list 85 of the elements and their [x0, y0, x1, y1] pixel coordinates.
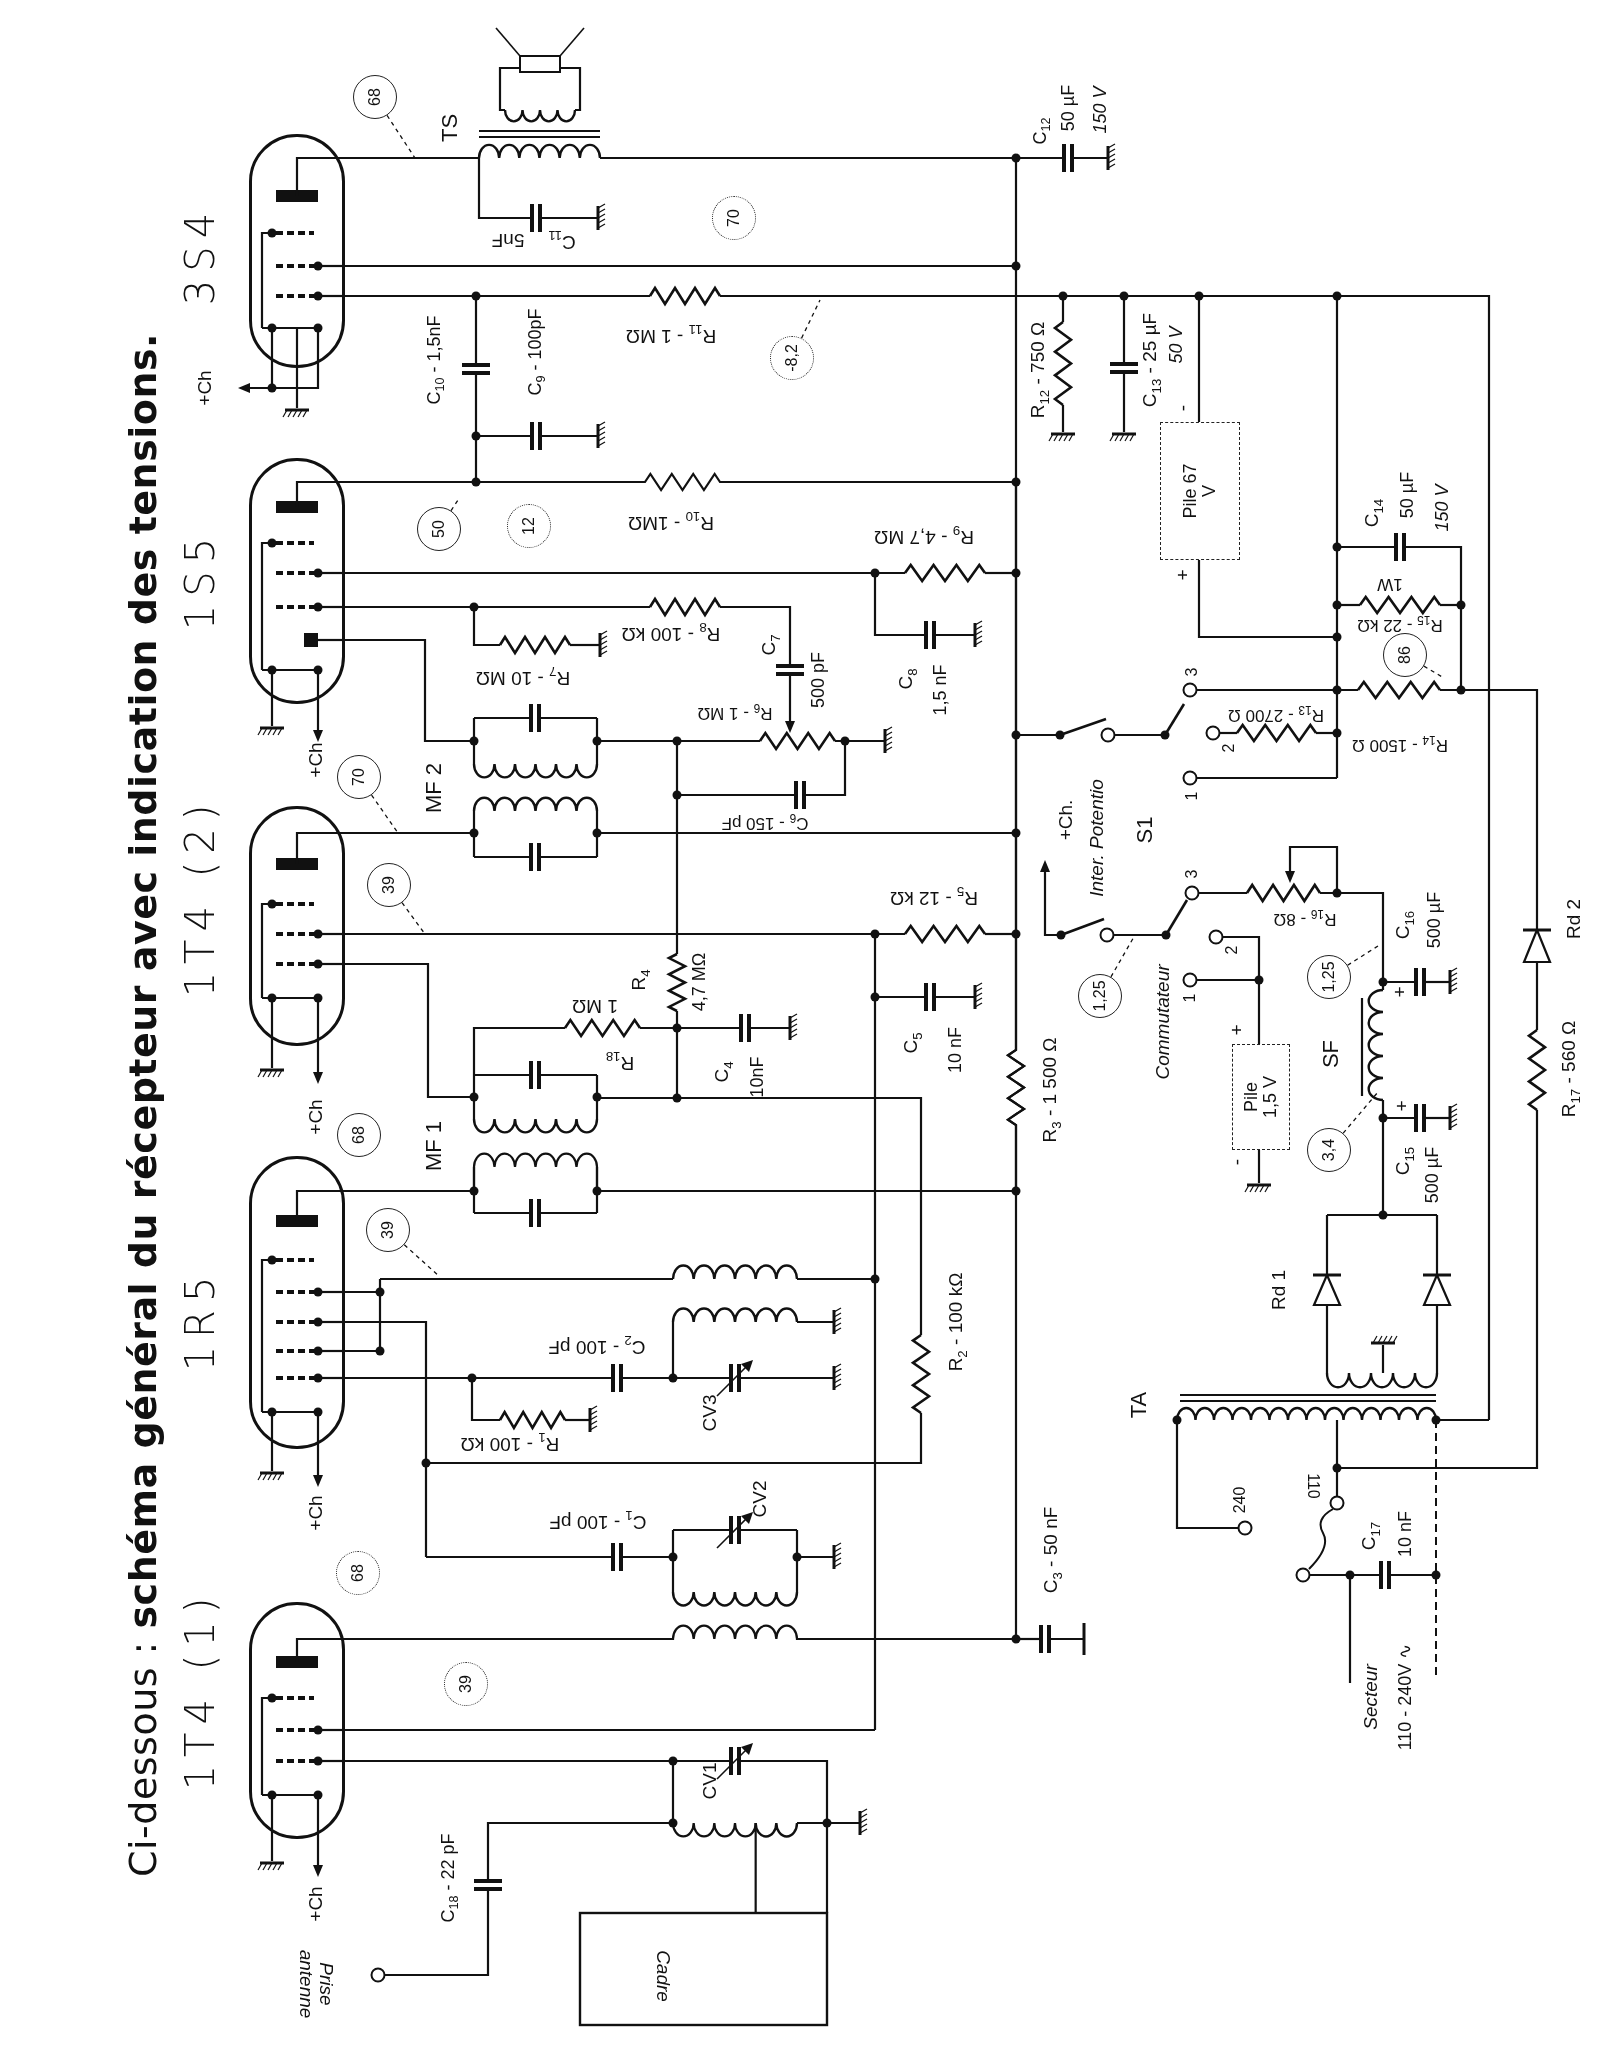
leader-line: [401, 902, 426, 935]
tube-type-label: 1R5: [179, 1268, 221, 1372]
terminal-number: 2: [1220, 743, 1238, 753]
supply-label: +Ch: [306, 1495, 326, 1531]
voltage-value: 1,25: [1091, 980, 1109, 1012]
voltage-value: -8,2: [783, 344, 801, 372]
component-label: 150 V: [1432, 484, 1452, 532]
leader-line: [800, 299, 821, 339]
voltage-value: 68: [350, 1126, 368, 1144]
tube-type-label: 1S5: [179, 529, 221, 631]
voltage-value: 50: [430, 520, 448, 538]
voltage-value: 70: [725, 209, 743, 227]
component-label: 1 MΩ: [572, 996, 618, 1016]
component-label: Secteur: [1361, 1664, 1381, 1730]
component-label: 110 - 240V ∿: [1395, 1643, 1415, 1751]
leader-line: [386, 114, 416, 159]
component-label: Commutateur: [1153, 964, 1173, 1080]
component-label: 500 µF: [1424, 891, 1444, 949]
component-label: Rd 1: [1269, 1269, 1289, 1311]
leader-line: [1342, 1091, 1379, 1134]
component-label: 10 nF: [1395, 1511, 1415, 1557]
polarity-sign: +: [1173, 569, 1193, 581]
polarity-sign: +: [1390, 986, 1410, 998]
voltage-value: 39: [380, 876, 398, 894]
leader-line: [370, 794, 399, 834]
component-label: Inter. Potentio: [1087, 779, 1107, 897]
component-label: SF: [1319, 1039, 1343, 1069]
terminal-label: Prise antenne: [296, 1948, 336, 2021]
component-label: 500 pF: [808, 652, 828, 708]
tube-type-label: 1T4 (2): [179, 796, 221, 998]
component-label: 150 V: [1090, 86, 1110, 134]
leader-line: [1346, 945, 1379, 966]
terminal-number: 1: [1183, 791, 1201, 801]
voltage-value: 39: [379, 1221, 397, 1239]
component-label: 1W: [1377, 575, 1403, 593]
component-label: 50 µF: [1397, 471, 1417, 519]
leader-line: [450, 499, 459, 512]
battery-box: [1232, 1044, 1290, 1150]
supply-label: +Ch: [306, 1099, 326, 1135]
tube-type-label: 3S4: [179, 204, 221, 306]
component-label: CV2: [750, 1480, 770, 1518]
polarity-sign: -: [1227, 1158, 1247, 1166]
component-label: 500 µF: [1422, 1146, 1442, 1204]
polarity-sign: +: [1227, 1024, 1247, 1036]
polarity-sign: -: [1173, 404, 1193, 412]
component-label: 10 nF: [945, 1027, 965, 1073]
voltage-value: 86: [1396, 646, 1414, 664]
component-label: 1,5 nF: [930, 664, 950, 716]
component-label: CV3: [700, 1394, 720, 1432]
voltage-value: 39: [457, 1675, 475, 1693]
supply-label: +Ch.: [1056, 799, 1076, 841]
voltage-value: 70: [350, 768, 368, 786]
component-label: MF 1: [422, 1120, 446, 1172]
terminal-number: 110: [1304, 1473, 1322, 1499]
supply-label: +Ch: [195, 370, 215, 406]
supply-label: +Ch: [306, 1886, 326, 1922]
battery-label: Pile 1,5 V: [1242, 1075, 1280, 1120]
supply-label: +Ch: [306, 742, 326, 778]
voltage-value: 68: [366, 88, 384, 106]
terminal-number: 3: [1183, 667, 1201, 677]
tube-type-label: 1T4 (1): [179, 1589, 221, 1791]
component-label: S1: [1133, 816, 1157, 844]
component-label: TS: [438, 113, 462, 143]
diagram-title: Ci-dessous : schéma général du récepteur avec indication des tensions.: [124, 333, 164, 1877]
component-label: 5nF: [491, 230, 525, 250]
battery-box: [1160, 422, 1240, 560]
voltage-value: 1,25: [1320, 961, 1338, 993]
terminal-number: 2: [1223, 945, 1241, 955]
component-label: Rd 2: [1564, 898, 1584, 940]
component-label: CV1: [700, 1762, 720, 1800]
component-label: 50 µF: [1058, 84, 1078, 132]
component-label: Cadre: [653, 1950, 673, 2002]
voltage-value: 12: [520, 517, 538, 535]
component-label: MF 2: [422, 762, 446, 814]
component-label: 50 V: [1166, 326, 1186, 364]
terminal-number: 1: [1181, 993, 1199, 1003]
voltage-value: 68: [349, 1564, 367, 1582]
component-label: TA: [1127, 1391, 1151, 1419]
polarity-sign: +: [1392, 1100, 1412, 1112]
component-label: 10nF: [747, 1056, 767, 1098]
component-label: 4,7 MΩ: [689, 952, 709, 1012]
terminal-number: 3: [1183, 869, 1201, 879]
voltage-value: 3,4: [1320, 1138, 1338, 1162]
terminal-number: 240: [1231, 1486, 1249, 1514]
battery-label: Pile 67 V: [1181, 462, 1219, 520]
